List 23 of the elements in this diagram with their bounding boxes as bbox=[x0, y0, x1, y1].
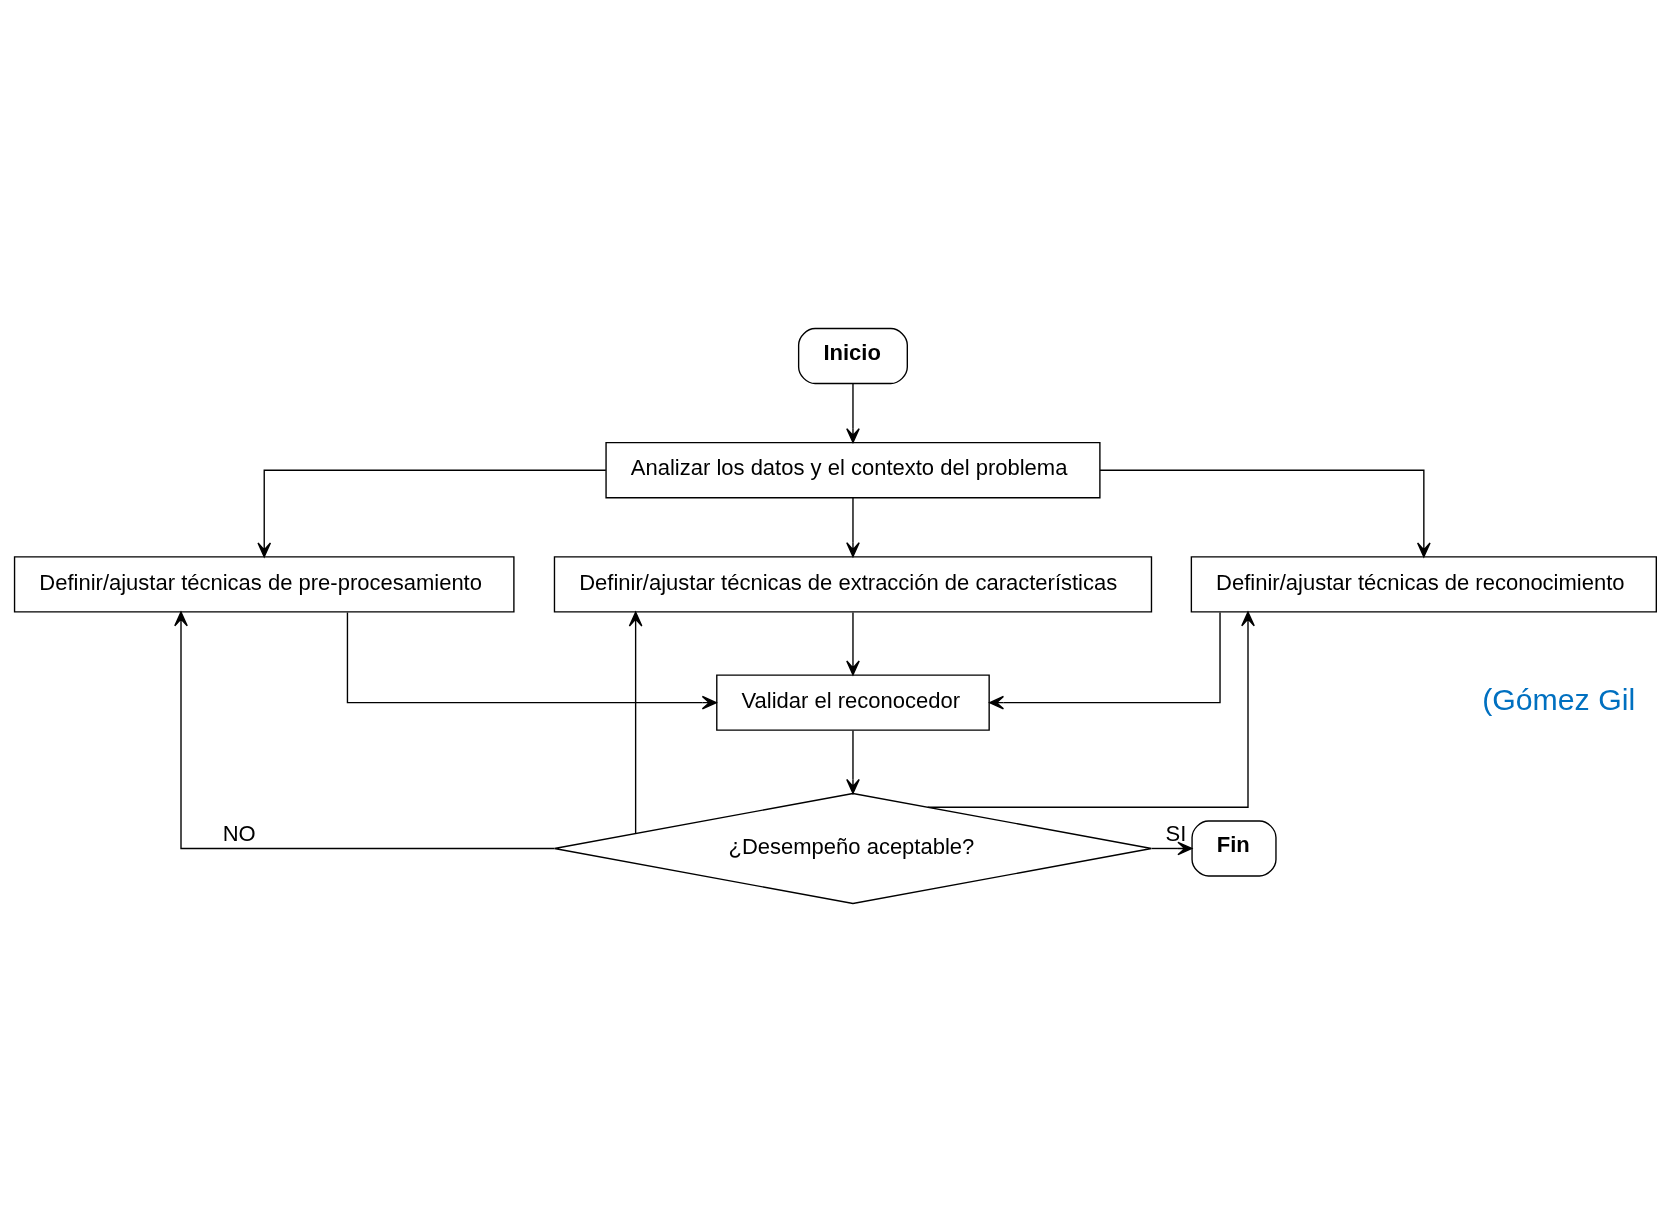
node-diamond: ¿Desempeño aceptable? bbox=[553, 792, 1153, 905]
node-box: Definir/ajustar técnicas de reconocimiento bbox=[1190, 556, 1657, 613]
arrow bbox=[1151, 841, 1193, 856]
node-box: Definir/ajustar técnicas de extracción de características bbox=[553, 556, 1153, 613]
node-box: Validar el reconocedor bbox=[716, 674, 990, 731]
node-box: Fin bbox=[1191, 820, 1277, 877]
node-box: Inicio bbox=[797, 327, 908, 385]
arrow bbox=[346, 611, 717, 710]
arrow bbox=[988, 611, 1221, 710]
arrow bbox=[846, 382, 860, 444]
arrow bbox=[174, 611, 555, 850]
node-box: Definir/ajustar técnicas de pre-procesamiento bbox=[13, 556, 515, 613]
edge-label: SI bbox=[1165, 821, 1187, 847]
arrow bbox=[927, 611, 1255, 808]
arrow bbox=[257, 469, 607, 558]
edge-label: NO bbox=[222, 821, 256, 847]
arrow bbox=[846, 730, 860, 794]
node-box: Analizar los datos y el contexto del problema bbox=[605, 442, 1101, 499]
label: (Gómez Gil bbox=[1482, 683, 1636, 717]
arrow bbox=[628, 611, 643, 834]
arrow bbox=[846, 611, 860, 676]
arrow bbox=[846, 497, 860, 558]
arrow bbox=[1099, 469, 1431, 558]
